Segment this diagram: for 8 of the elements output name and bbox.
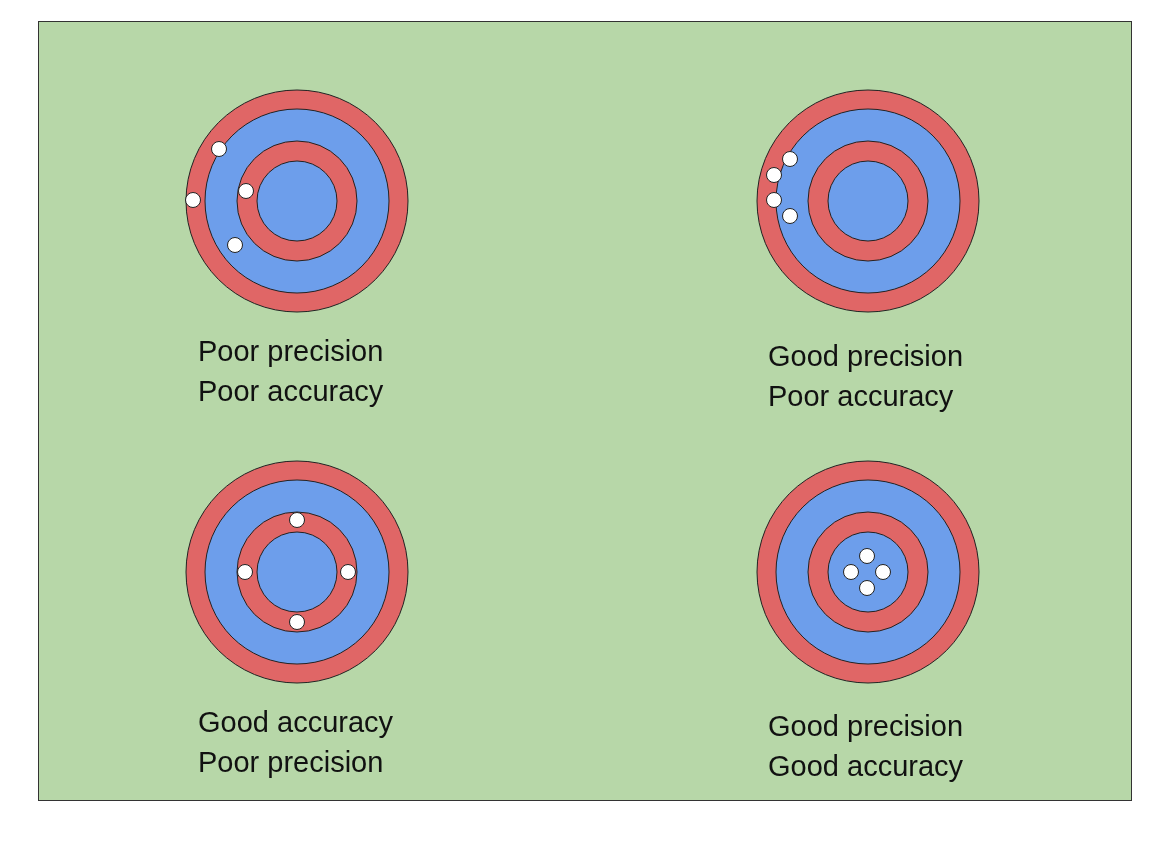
target-label: Poor accuracy	[198, 374, 384, 408]
target-label: Poor accuracy	[768, 379, 954, 413]
target-label: Good accuracy	[768, 749, 964, 783]
target-label: Good precision	[768, 709, 964, 743]
target-label: Good precision	[768, 339, 964, 373]
target-label: Good accuracy	[198, 705, 394, 739]
target-label: Poor precision	[198, 745, 384, 779]
target-label: Poor precision	[198, 334, 384, 368]
